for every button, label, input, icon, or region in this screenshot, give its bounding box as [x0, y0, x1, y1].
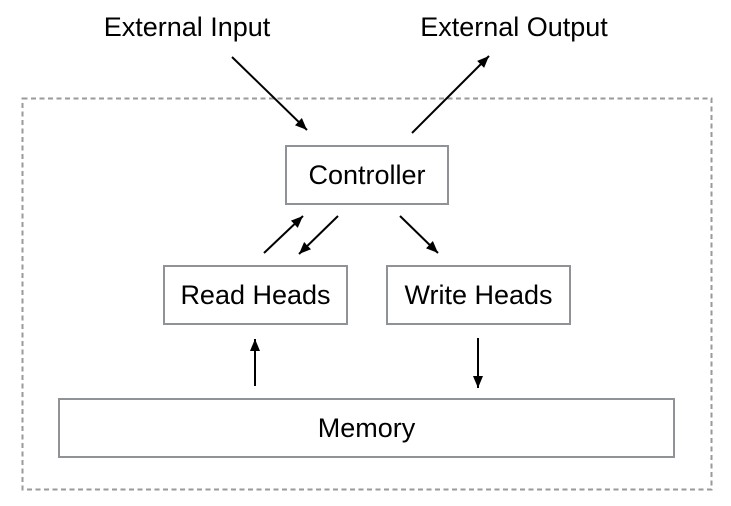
system-boundary-dashed-box [21, 97, 713, 491]
arrow-controller-to-external-output [411, 55, 490, 134]
write-heads-box: Write Heads [386, 265, 571, 325]
external-output-label: External Output [420, 12, 608, 42]
read-heads-label: Read Heads [180, 279, 331, 310]
controller-label: Controller [308, 159, 426, 190]
arrow-external-input-to-controller [231, 56, 308, 131]
arrow-controller-to-read-heads [298, 215, 339, 255]
controller-box: Controller [285, 145, 449, 205]
arrow-read-heads-to-controller [263, 215, 304, 254]
memory-label: Memory [317, 412, 416, 443]
write-heads-label: Write Heads [404, 279, 553, 310]
read-heads-box: Read Heads [163, 265, 348, 325]
memory-box: Memory [58, 398, 675, 458]
external-input-label: External Input [103, 12, 271, 42]
arrow-controller-to-write-heads [399, 215, 439, 254]
